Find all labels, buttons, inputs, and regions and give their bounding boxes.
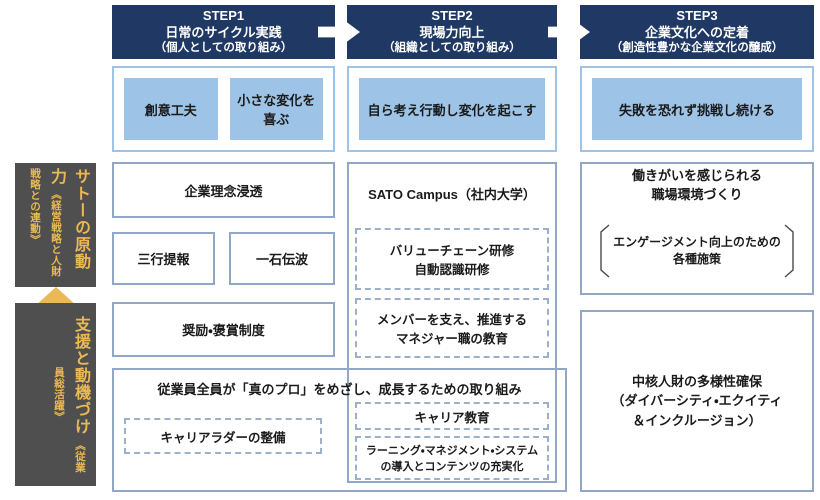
engagement-row: エンゲージメント向上のための 各種施策 [600,209,794,293]
support-panel: 支援と動機づけ 《従業員総活躍》 [15,303,96,486]
step2-highlight-container: 自ら考え行動し変化を起こす [347,66,557,152]
step1-note: （個人としての取り組み） [154,42,293,55]
value-chain-training-box: バリューチェーン研修 自動認識研修 [355,228,549,290]
incentive-box: 奨励・褒賞制度 [112,302,335,357]
driver-subtitle: 《経営戦略と人財戦略との連動》 [29,168,62,278]
step3-highlight-container: 失敗を恐れず挑戦し続ける [580,66,814,152]
workplace-text: 働きがいを感じられる 職場環境づくり [631,167,762,202]
step2-note: （組織としての取り組み） [383,42,521,55]
step3-note: （創造性豊かな企業文化の醸成） [610,42,784,55]
step2-subtitle: 現場力向上 [419,24,485,40]
driver-title: サトーの原動力 [48,168,89,270]
step3-subtitle: 企業文化への定着 [644,24,749,40]
step1-header: STEP1 日常のサイクル実践 （個人としての取り組み） [112,5,335,59]
workplace-box: 働きがいを感じられる 職場環境づくり エンゲージメント向上のための 各種施策 [580,162,814,295]
career-ladder-box: キャリアラダーの整備 [124,418,322,454]
step3-name: STEP3 [676,8,718,24]
highlight-small-change: 小さな変化を 喜ぶ [229,78,323,140]
step3-header: STEP3 企業文化への定着 （創造性豊かな企業文化の醸成） [580,5,814,59]
engagement-text: エンゲージメント向上のための 各種施策 [613,235,781,266]
career-education-box: キャリア教育 [355,402,549,430]
step1-subtitle: 日常のサイクル実践 [165,24,282,40]
step1-name: STEP1 [202,8,245,24]
right-bracket-icon [784,209,794,293]
step2-name: STEP2 [431,8,473,24]
driver-panel: サトーの原動力 《経営戦略と人財戦略との連動》 [15,163,96,287]
highlight-creativity: 創意工夫 [124,78,218,140]
philosophy-box: 企業理念浸透 [112,162,335,218]
step1-highlight-container: 創意工夫 小さな変化を 喜ぶ [112,66,335,152]
step2-header: STEP2 現場力向上 （組織としての取り組み） [347,5,557,59]
highlight-self-action: 自ら考え行動し変化を起こす [359,78,545,140]
true-pro-initiative-title: 従業員全員が「真のプロ」をめざし、成長するための取り組み [157,382,522,397]
sato-campus-container: SATO Campus（社内大学） バリューチェーン研修 自動認識研修 メンバー… [347,162,557,483]
left-bracket-icon [600,209,610,293]
highlight-challenge: 失敗を恐れず挑戦し続ける [592,78,802,140]
up-arrow-icon [35,287,77,306]
lms-box: ラーニング・マネジメント・システム の導入とコンテンツの充実化 [355,436,549,480]
support-subtitle: 《従業員総活躍》 [53,367,86,473]
isseki-denpa-box: 一石伝波 [229,232,335,285]
support-title: 支援と動機づけ [72,316,89,436]
diversity-box: 中核人財の多様性確保 （ダイバーシティ・エクイティ ＆インクルージョン） [580,310,814,492]
manager-education-box: メンバーを支え、推進する マネジャー職の教育 [355,298,549,358]
campus-title: SATO Campus（社内大学） [368,187,536,202]
sanko-teiho-box: 三行提報 [112,232,215,285]
true-pro-initiative-box: 従業員全員が「真のプロ」をめざし、成長するための取り組み キャリアラダーの整備 [112,368,567,492]
